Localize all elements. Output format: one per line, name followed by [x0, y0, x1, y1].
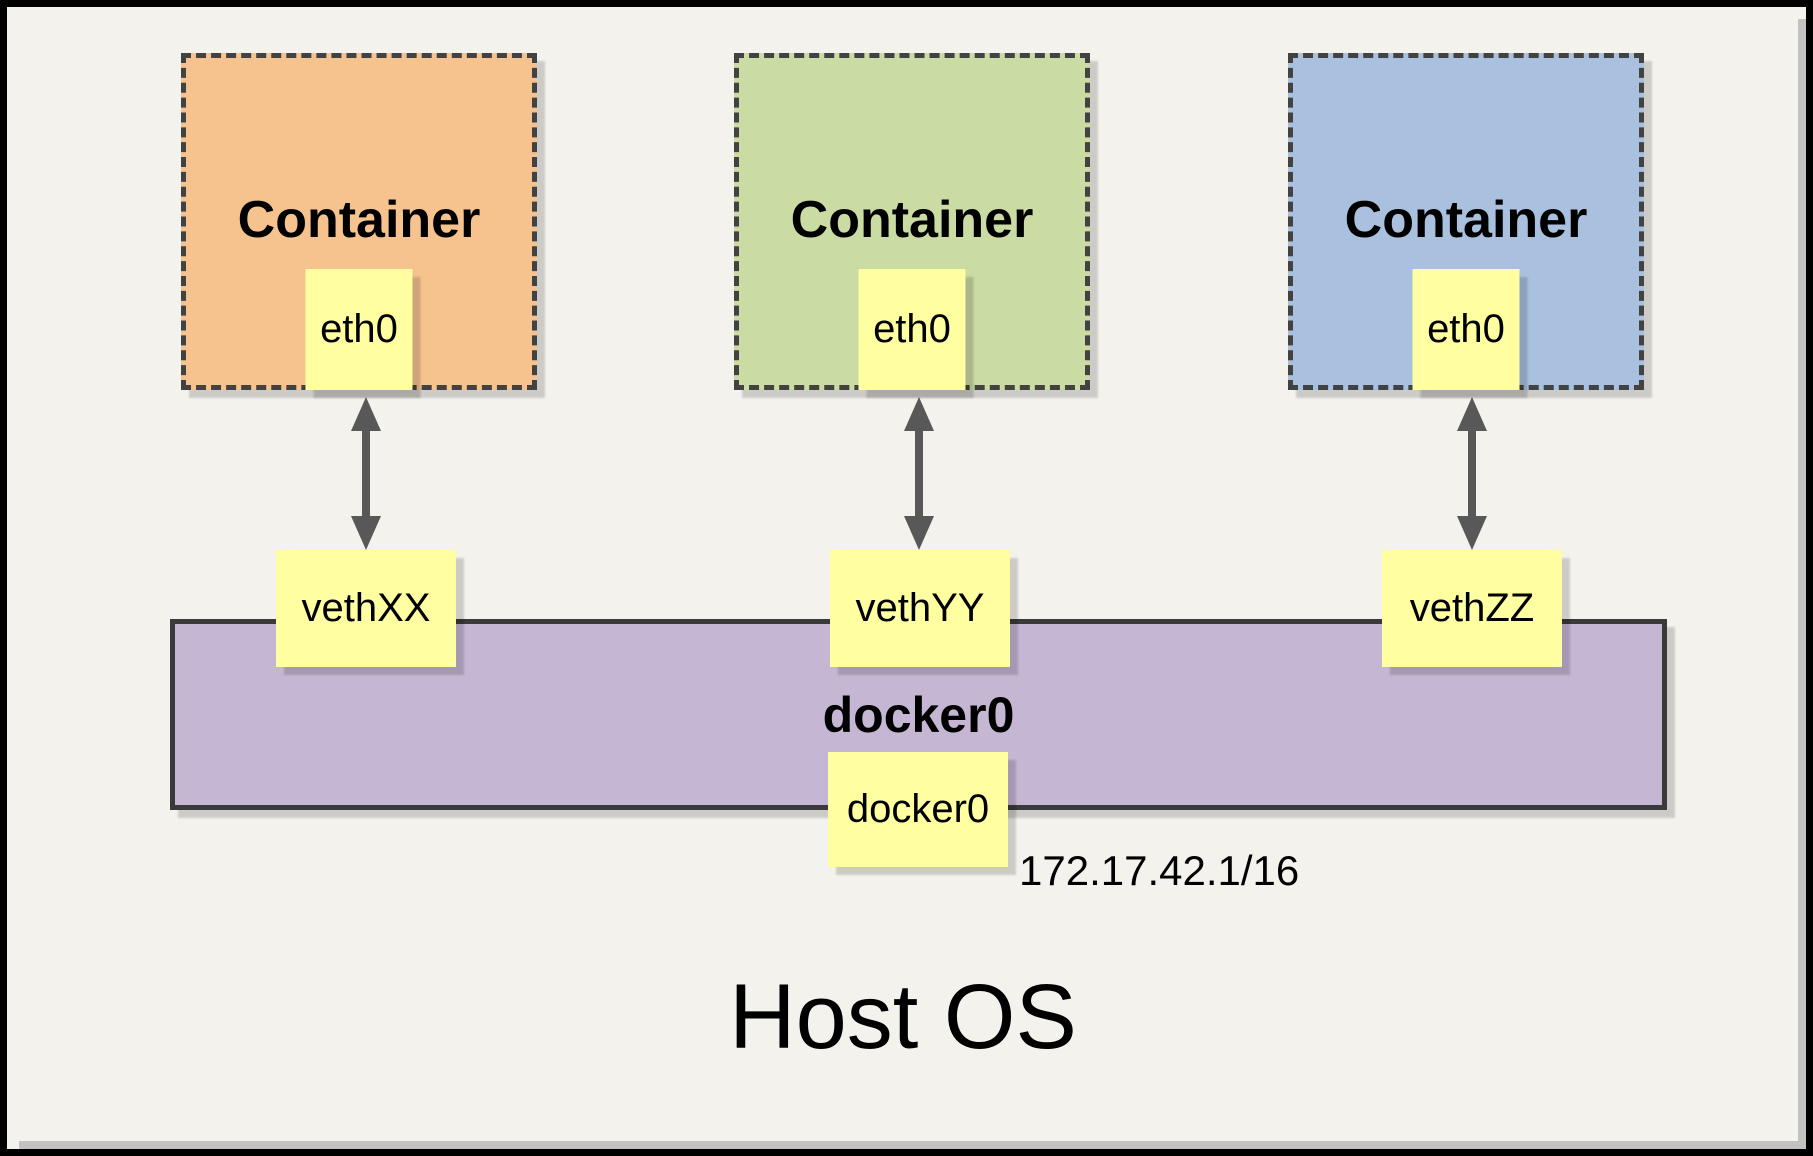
arrow-up-head-icon — [904, 397, 934, 431]
host-os-label: Host OS — [729, 966, 1077, 1068]
arrow-shaft — [915, 431, 923, 516]
docker0-ip-label: 172.17.42.1/16 — [1019, 847, 1300, 894]
arrow-down-head-icon — [904, 516, 934, 550]
container-2-eth0-box: eth0 — [858, 269, 966, 390]
double-arrow-icon-2 — [904, 397, 934, 550]
container-box-3: Container eth0 — [1288, 53, 1644, 390]
container-1-eth0-box: eth0 — [305, 269, 413, 390]
arrow-shaft — [1468, 431, 1476, 516]
arrow-shaft — [362, 431, 370, 516]
page-shadow-bottom — [19, 1141, 1806, 1149]
container-box-2: Container eth0 — [734, 53, 1090, 390]
docker0-interface-box: docker0 — [828, 752, 1008, 867]
double-arrow-icon-1 — [351, 397, 381, 550]
double-arrow-icon-3 — [1457, 397, 1487, 550]
docker0-interface-label: docker0 — [846, 787, 990, 831]
container-1-label: Container — [237, 191, 481, 249]
arrow-up-head-icon — [1457, 397, 1487, 431]
container-3-label: Container — [1344, 191, 1588, 249]
vethxx-box: vethXX — [276, 550, 456, 667]
arrow-down-head-icon — [1457, 516, 1487, 550]
container-2-label: Container — [790, 191, 1034, 249]
vethyy-box: vethYY — [830, 550, 1010, 667]
container-2-eth0-label: eth0 — [873, 307, 951, 351]
vethzz-label: vethZZ — [1409, 586, 1535, 630]
vethyy-label: vethYY — [855, 586, 985, 630]
arrow-up-head-icon — [351, 397, 381, 431]
vethxx-label: vethXX — [301, 586, 431, 630]
arrow-down-head-icon — [351, 516, 381, 550]
page-shadow-right — [1798, 19, 1806, 1141]
container-box-1: Container eth0 — [181, 53, 537, 390]
vethzz-box: vethZZ — [1382, 550, 1562, 667]
container-3-eth0-label: eth0 — [1427, 307, 1505, 351]
docker0-bridge-label: docker0 — [822, 686, 1015, 743]
container-3-eth0-box: eth0 — [1412, 269, 1520, 390]
container-1-eth0-label: eth0 — [320, 307, 398, 351]
